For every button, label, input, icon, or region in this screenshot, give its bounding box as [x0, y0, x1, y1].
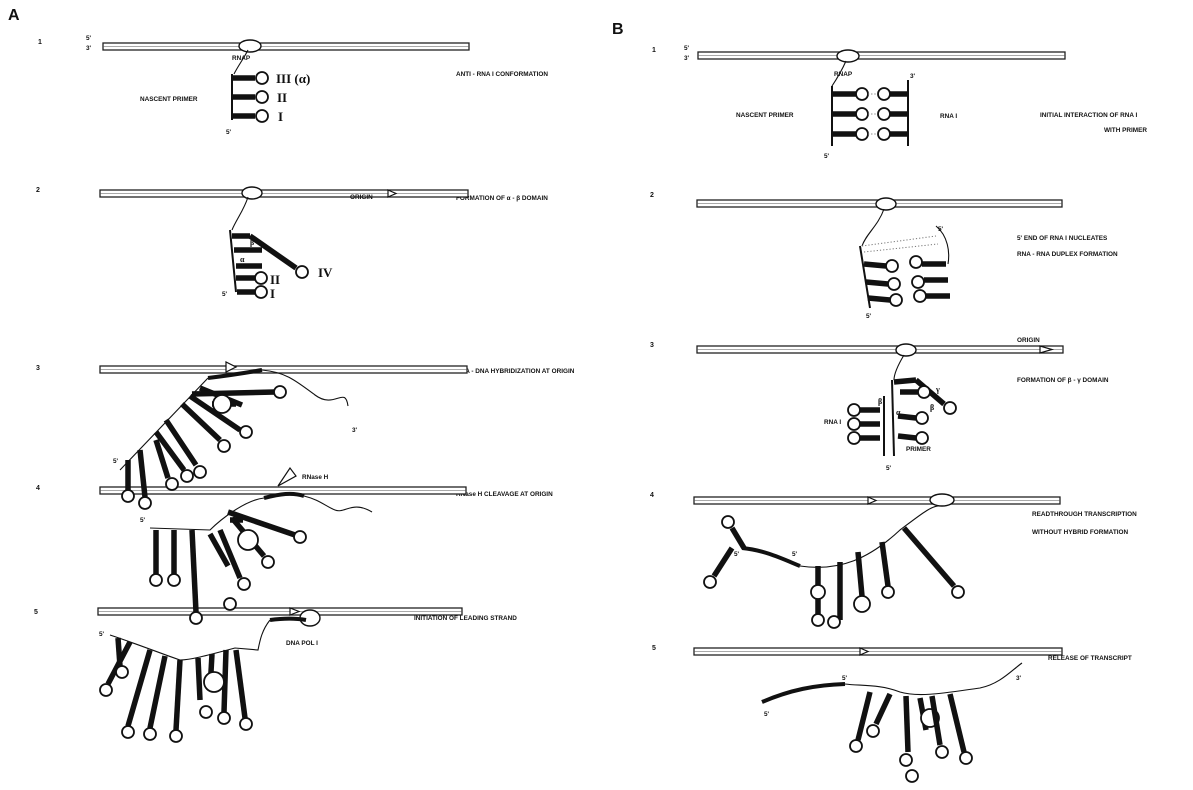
step-number-b1: 1	[652, 47, 656, 54]
dna-three-prime-b1: 3'	[684, 55, 690, 62]
origin-label-a2: ORIGIN	[350, 194, 373, 201]
five-prime-a5: 5'	[99, 631, 105, 638]
five-prime-a3: 5'	[113, 458, 119, 465]
beta-gamma-domain-b3	[848, 355, 956, 456]
five-prime-b4-inner: 5'	[792, 551, 798, 558]
greek-beta-a2: β	[250, 238, 254, 247]
caption-b1-line2: WITH PRIMER	[1104, 127, 1147, 134]
rnap-a2	[242, 187, 262, 199]
origin-label-b3: ORIGIN	[1017, 337, 1040, 344]
dna-b3	[697, 346, 1063, 353]
step-number-a5: 5	[34, 609, 38, 616]
panel-letter-b: B	[612, 21, 624, 38]
greek-alpha-a2: α	[240, 255, 245, 264]
caption-a3: RNA - DNA HYBRIDIZATION AT ORIGIN	[456, 368, 575, 375]
stem-loop-label-iv: IV	[318, 265, 333, 280]
rnap-b2	[876, 198, 896, 210]
panel-letter-a: A	[8, 7, 20, 24]
nascent-primer-label-a1: NASCENT PRIMER	[140, 96, 198, 103]
rna-i-label-b3: RNA I	[824, 419, 841, 426]
five-prime-a2: 5'	[222, 291, 228, 298]
rnase-h-label-a4: RNase H	[302, 474, 329, 481]
step-number-a4: 4	[36, 485, 40, 492]
dna-five-prime-a1: 5'	[86, 35, 92, 42]
dna-b1	[698, 52, 1065, 59]
greek-gamma-b3: γ	[935, 385, 940, 394]
caption-b5: RELEASE OF TRANSCRIPT	[1048, 655, 1132, 662]
caption-a1: ANTI - RNA I CONFORMATION	[456, 71, 548, 78]
rna-i-label-b1: RNA I	[940, 113, 957, 120]
caption-b1-line1: INITIAL INTERACTION OF RNA I	[1040, 112, 1138, 119]
dna-b5	[694, 648, 1062, 655]
stem-loop-label-iii-alpha: III (α)	[276, 71, 310, 86]
three-prime-a3: 3'	[352, 427, 358, 434]
caption-b3: FORMATION OF β - γ DOMAIN	[1017, 377, 1109, 384]
dna-a3	[100, 366, 467, 373]
caption-a4: RNase H CLEAVAGE AT ORIGIN	[456, 491, 553, 498]
five-prime-b5-fragment: 5'	[764, 711, 770, 718]
rnap-label-b1: RNAP	[834, 71, 853, 78]
dna-a2	[100, 190, 468, 197]
stem-loop-label-i-a2: I	[270, 286, 275, 301]
leading-strand-initiation-a5	[100, 619, 306, 743]
rnase-h-arrow-a4	[278, 468, 296, 486]
five-prime-b3: 5'	[886, 465, 892, 472]
step-number-b2: 2	[650, 192, 654, 199]
caption-b4-line2: WITHOUT HYBRID FORMATION	[1032, 529, 1128, 536]
greek-alpha-b3: α	[896, 408, 901, 417]
five-prime-b4: 5'	[734, 551, 740, 558]
caption-a2: FORMATION OF α - β DOMAIN	[456, 195, 548, 202]
stem-loop-label-i: I	[278, 109, 283, 124]
dna-five-prime-b1: 5'	[684, 45, 690, 52]
stem-loop-label-ii: II	[277, 90, 287, 105]
caption-b2-line1: 5' END OF RNA I NUCLEATES	[1017, 235, 1108, 242]
step-number-a3: 3	[36, 365, 40, 372]
five-prime-a4: 5'	[140, 517, 146, 524]
three-prime-b5: 3'	[1016, 675, 1022, 682]
stem-loop-label-ii-a2: II	[270, 272, 280, 287]
rnap-b1	[837, 50, 859, 62]
rnap-b4	[930, 494, 954, 506]
five-prime-rna-i-b2: 5'	[938, 226, 944, 233]
three-prime-b1: 3'	[910, 73, 916, 80]
alpha-beta-domain-a2	[230, 197, 308, 298]
readthrough-transcription-b4	[704, 506, 964, 628]
five-prime-primer-b2: 5'	[866, 313, 872, 320]
caption-b2-line2: RNA - RNA DUPLEX FORMATION	[1017, 251, 1118, 258]
greek-beta-b3: β	[878, 397, 882, 406]
step-number-b4: 4	[650, 492, 654, 499]
dna-pol-label-a5: DNA POL I	[286, 640, 318, 647]
caption-a5: INITIATION OF LEADING STRAND	[414, 615, 517, 622]
caption-b4-line1: READTHROUGH TRANSCRIPTION	[1032, 511, 1137, 518]
released-transcript-b5	[762, 663, 1022, 782]
step-number-b3: 3	[650, 342, 654, 349]
five-prime-b5: 5'	[842, 675, 848, 682]
rnap-label-a1: RNAP	[232, 55, 251, 62]
five-prime-b1: 5'	[824, 153, 830, 160]
dna-a5	[98, 608, 462, 615]
rnap-a1	[239, 40, 261, 52]
rnap-b3	[896, 344, 916, 356]
step-number-a1: 1	[38, 39, 42, 46]
five-prime-a1: 5'	[226, 129, 232, 136]
nascent-primer-label-b1: NASCENT PRIMER	[736, 112, 794, 119]
dna-three-prime-a1: 3'	[86, 45, 92, 52]
primer-label-b3: PRIMER	[906, 446, 931, 453]
greek-beta-b3-stem: β	[930, 403, 934, 412]
step-number-b5: 5	[652, 645, 656, 652]
duplex-nucleation-b2	[860, 209, 950, 308]
step-number-a2: 2	[36, 187, 40, 194]
dna-a1	[103, 43, 469, 50]
